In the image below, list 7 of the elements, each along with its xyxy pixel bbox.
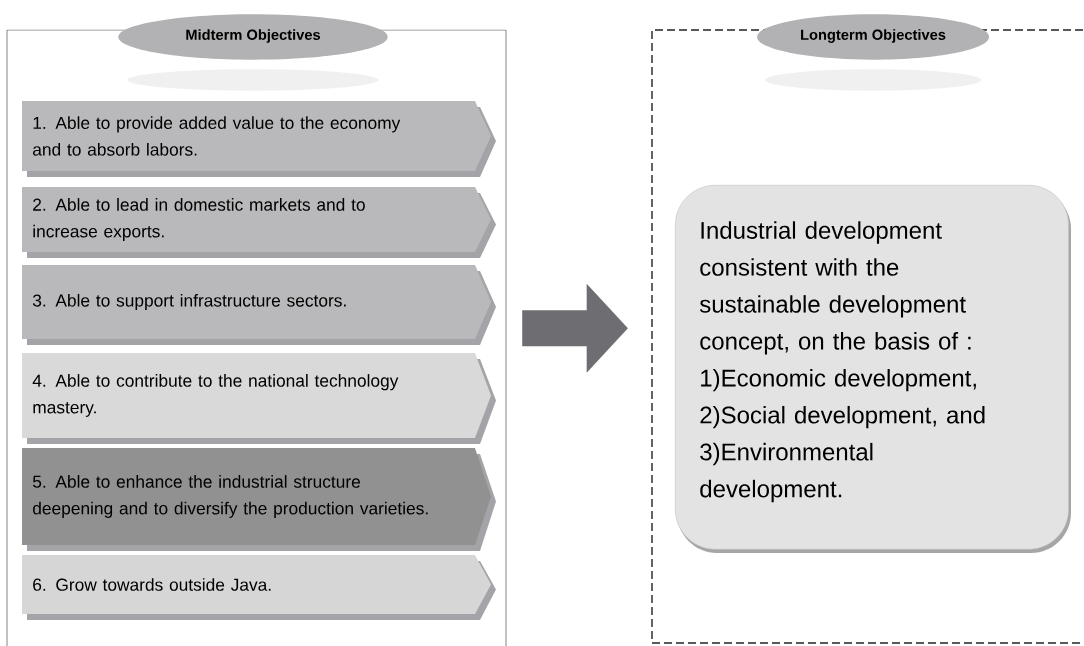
chevron-box: 2. Able to lead in domestic markets and to increase exports. [22, 187, 496, 258]
chevron-box: 1. Able to provide added value to the economy and to absorb labors. [22, 101, 496, 177]
chevron-box: 3. Able to support infrastructure sectors. [22, 265, 496, 345]
chevron-box: 6. Grow towards outside Java. [22, 555, 496, 620]
chevron-box: 4. Able to contribute to the national technology mastery. [22, 353, 496, 444]
chevron-box: 5. Able to enhance the industrial structure deepening and to diversify the production varieties. [22, 448, 496, 551]
rounded-card: Industrial development consistent with the sustainable development concept, on the basis of : 1)Economic development, 2)Social development, and 3)Environmental development. [675, 185, 1071, 553]
